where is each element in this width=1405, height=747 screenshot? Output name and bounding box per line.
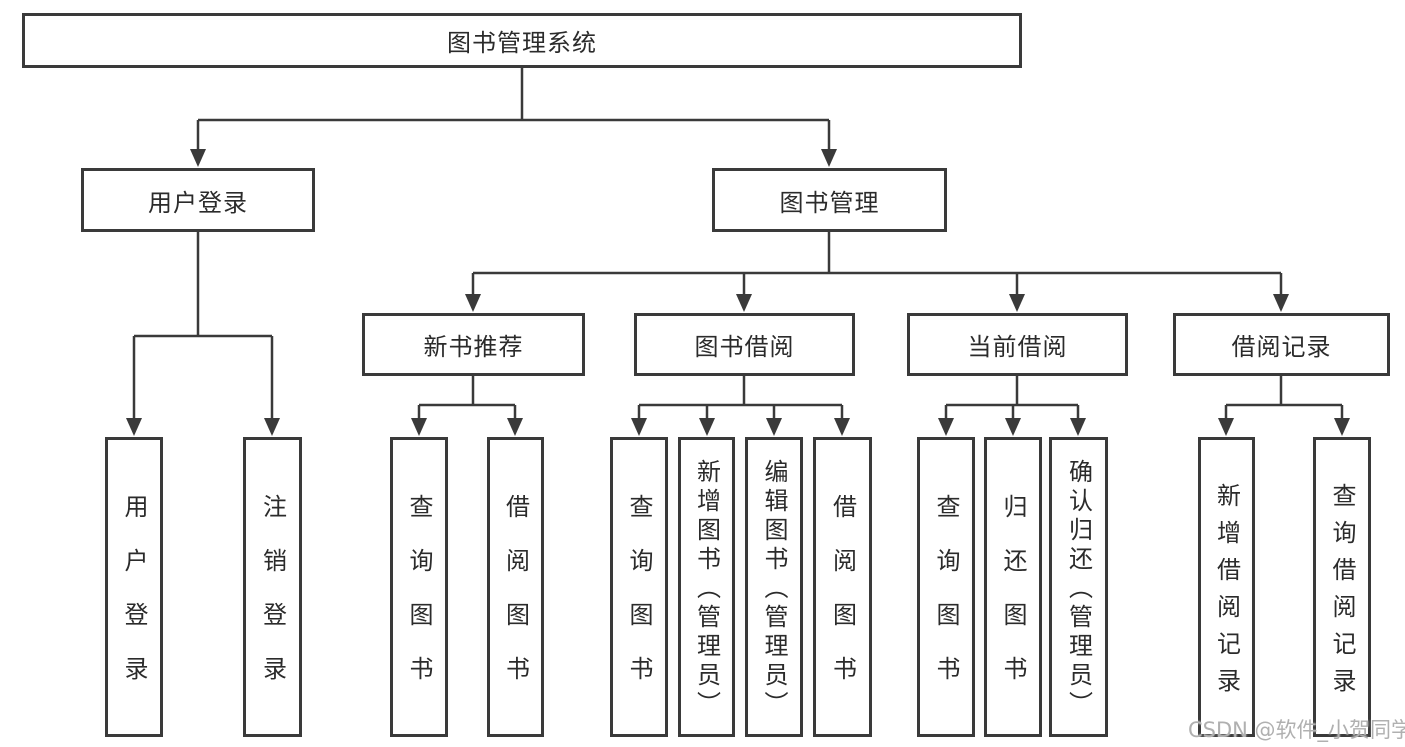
leaf-logout-label: 注销登录 bbox=[258, 494, 287, 710]
csdn-watermark: CSDN @软件_小贺同学 bbox=[1188, 718, 1405, 742]
leaf-borrow-books-borrowing: 借阅图书 bbox=[813, 437, 872, 737]
leaf-confirm-return-admin-label: 确认归还（管理员） bbox=[1064, 459, 1093, 720]
leaf-query-books-recommend: 查询图书 bbox=[390, 437, 448, 737]
node-current-borrowing-label: 当前借阅 bbox=[967, 333, 1068, 361]
node-user-login: 用户登录 bbox=[81, 168, 315, 232]
leaf-user-login-label: 用户登录 bbox=[120, 494, 148, 710]
node-borrowing-records: 借阅记录 bbox=[1173, 313, 1390, 376]
leaf-confirm-return-admin: 确认归还（管理员） bbox=[1049, 437, 1108, 737]
node-current-borrowing: 当前借阅 bbox=[907, 313, 1128, 376]
leaf-query-books-borrowing-label: 查询图书 bbox=[625, 494, 653, 710]
leaf-add-borrow-record-label: 新增借阅记录 bbox=[1212, 482, 1241, 705]
node-borrowing-records-label: 借阅记录 bbox=[1231, 333, 1332, 361]
node-book-management-label: 图书管理 bbox=[779, 188, 880, 217]
leaf-query-borrow-record: 查询借阅记录 bbox=[1313, 437, 1371, 737]
leaf-query-books-current: 查询图书 bbox=[917, 437, 975, 737]
leaf-query-books-borrowing: 查询图书 bbox=[610, 437, 668, 737]
leaf-borrow-books-recommend: 借阅图书 bbox=[487, 437, 544, 737]
leaf-return-book-label: 归还图书 bbox=[999, 494, 1027, 710]
leaf-borrow-books-borrowing-label: 借阅图书 bbox=[828, 494, 857, 710]
node-book-management: 图书管理 bbox=[712, 168, 947, 232]
node-book-borrowing: 图书借阅 bbox=[634, 313, 855, 376]
leaf-return-book: 归还图书 bbox=[984, 437, 1042, 737]
leaf-edit-book-admin: 编辑图书（管理员） bbox=[745, 437, 803, 737]
node-new-book-recommend-label: 新书推荐 bbox=[423, 333, 524, 361]
leaf-add-book-admin-label: 新增图书（管理员） bbox=[692, 459, 721, 720]
leaf-edit-book-admin-label: 编辑图书（管理员） bbox=[760, 459, 788, 720]
leaf-query-books-recommend-label: 查询图书 bbox=[405, 494, 433, 710]
leaf-user-login: 用户登录 bbox=[105, 437, 163, 737]
leaf-add-book-admin: 新增图书（管理员） bbox=[678, 437, 735, 737]
leaf-add-borrow-record: 新增借阅记录 bbox=[1198, 437, 1255, 737]
node-book-borrowing-label: 图书借阅 bbox=[694, 333, 795, 361]
leaf-logout: 注销登录 bbox=[243, 437, 302, 737]
leaf-query-books-current-label: 查询图书 bbox=[932, 494, 960, 710]
leaf-query-borrow-record-label: 查询借阅记录 bbox=[1328, 482, 1356, 705]
node-new-book-recommend: 新书推荐 bbox=[362, 313, 585, 376]
node-library-system-label: 图书管理系统 bbox=[447, 29, 597, 57]
node-user-login-label: 用户登录 bbox=[148, 188, 248, 217]
leaf-borrow-books-recommend-label: 借阅图书 bbox=[501, 494, 530, 710]
node-library-system: 图书管理系统 bbox=[22, 13, 1022, 68]
